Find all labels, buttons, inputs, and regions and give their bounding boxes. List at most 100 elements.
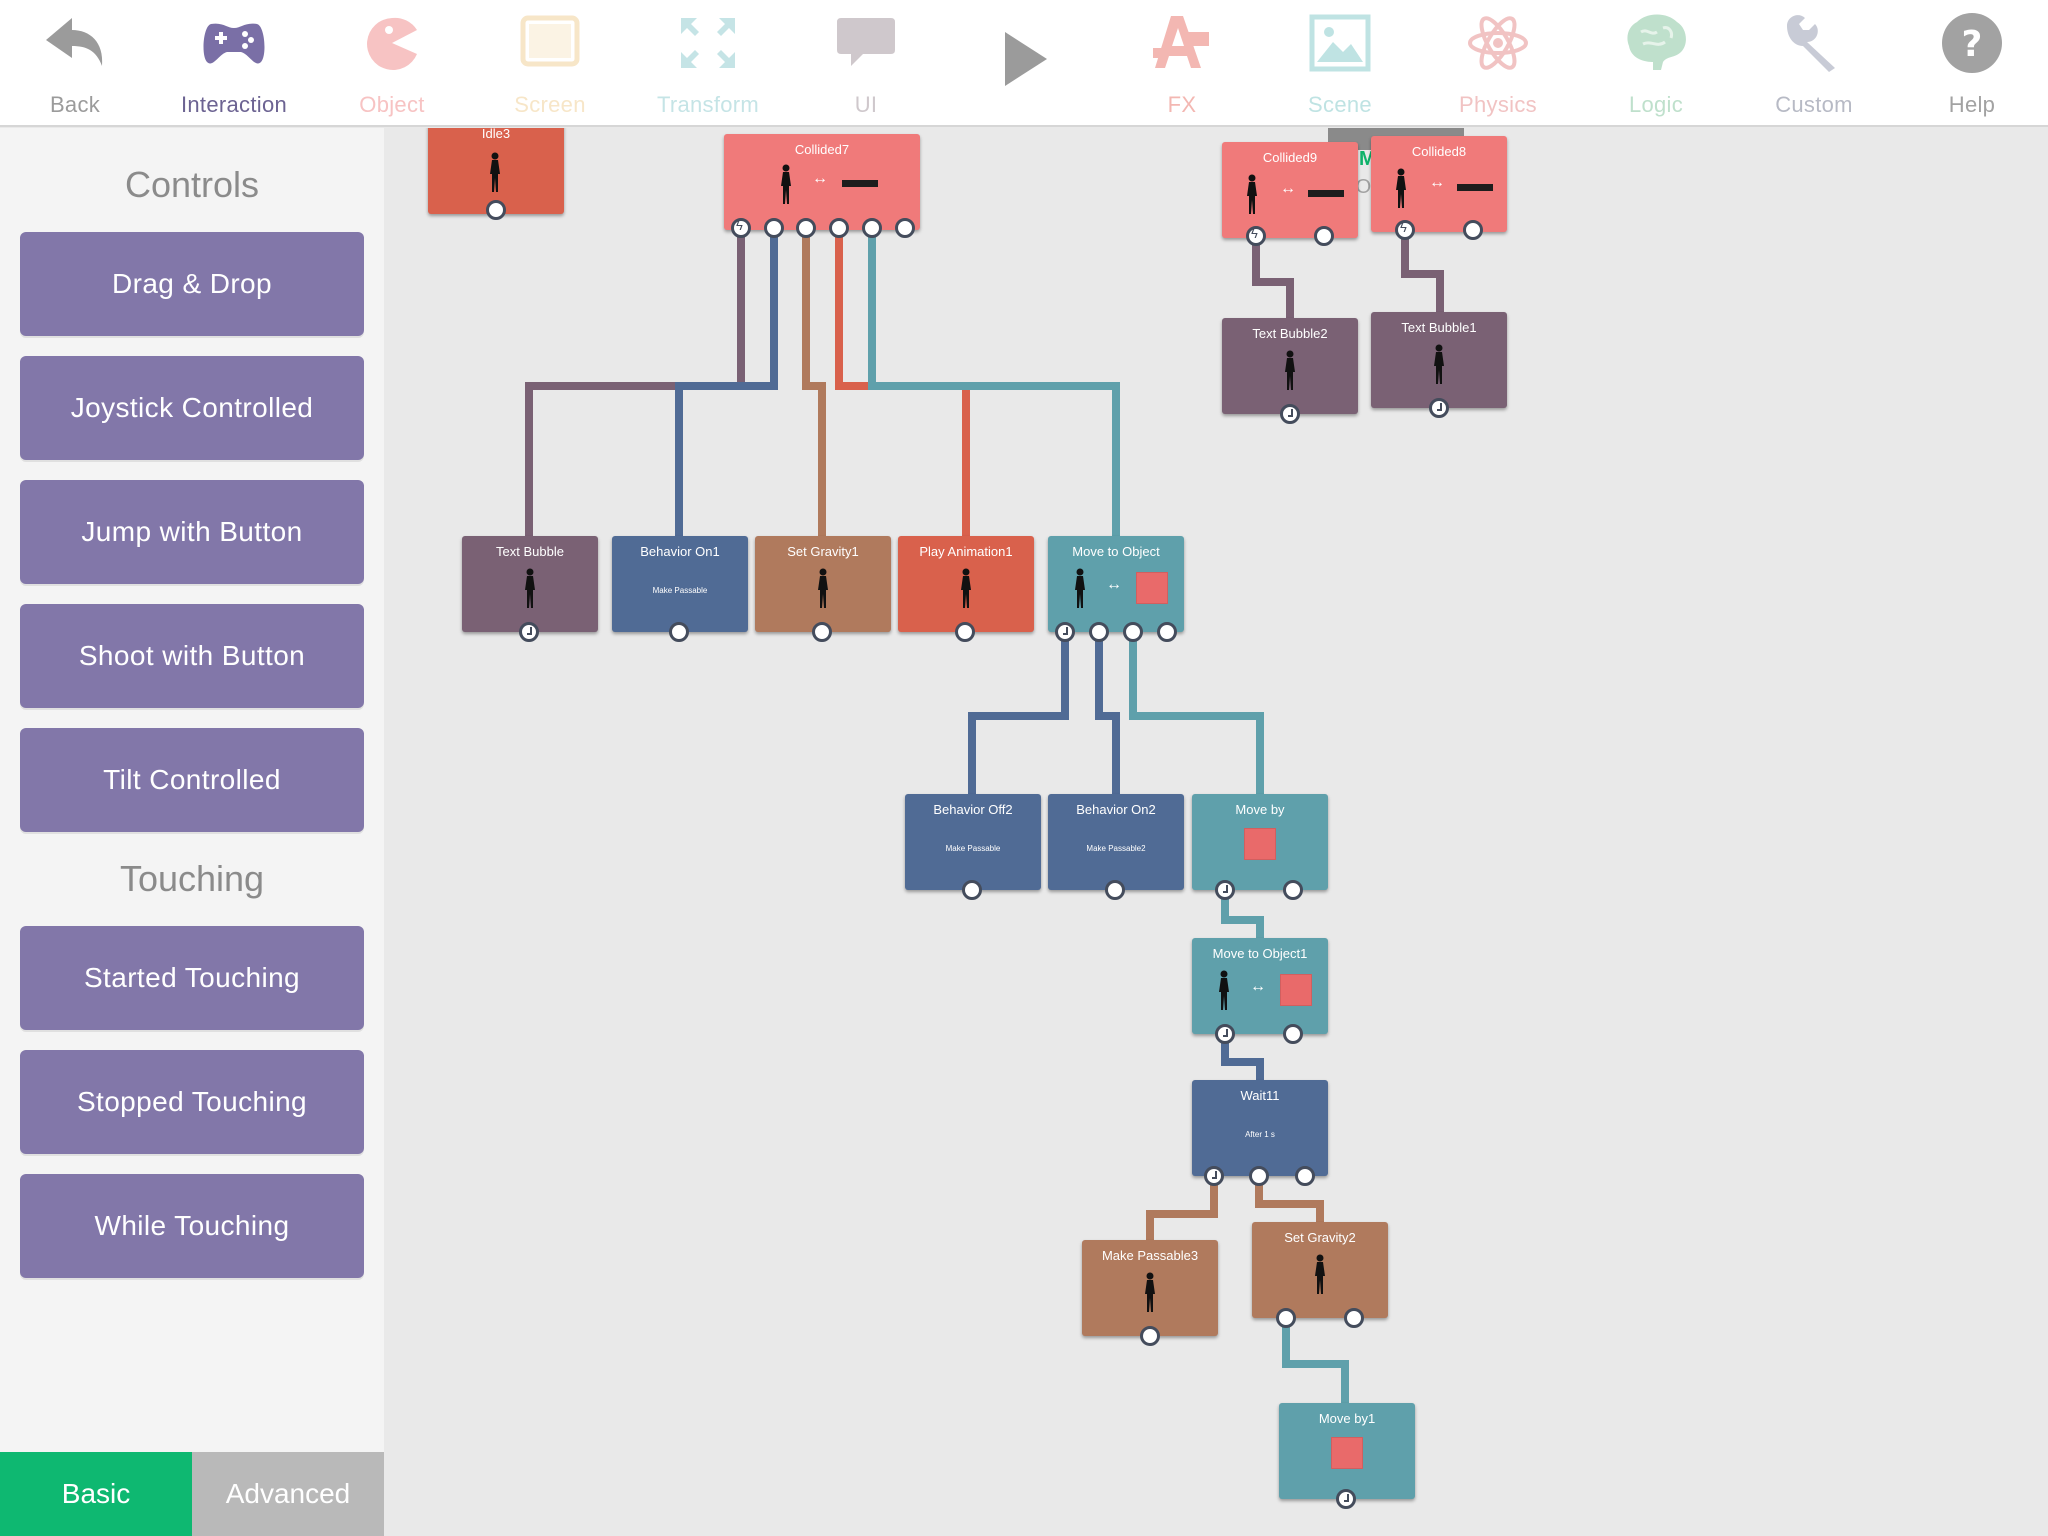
interaction-tab[interactable]: Interaction	[155, 0, 313, 127]
output-port[interactable]	[1336, 1489, 1356, 1509]
wall-bar-icon	[1308, 190, 1344, 197]
node-set-gravity2[interactable]: Set Gravity2	[1252, 1222, 1388, 1328]
output-port[interactable]	[1295, 1166, 1315, 1186]
output-port[interactable]	[486, 200, 506, 220]
node-behavior-on2[interactable]: Behavior On2 Make Passable2	[1048, 794, 1184, 900]
stopped-touching-button[interactable]: Stopped Touching	[20, 1050, 364, 1154]
back-button[interactable]: Back	[0, 0, 154, 127]
output-port[interactable]	[669, 622, 689, 642]
output-port[interactable]	[1463, 220, 1483, 240]
node-collided7[interactable]: Collided7 ↔	[724, 134, 920, 238]
atom-icon	[1468, 16, 1528, 70]
output-port[interactable]	[862, 218, 882, 238]
output-port[interactable]	[1215, 1024, 1235, 1044]
character-silhouette-icon	[1315, 1254, 1325, 1294]
transform-tab[interactable]: Transform	[629, 0, 787, 127]
started-touching-button[interactable]: Started Touching	[20, 926, 364, 1030]
output-port[interactable]	[1283, 880, 1303, 900]
tilt-controlled-button[interactable]: Tilt Controlled	[20, 728, 364, 832]
output-port[interactable]	[764, 218, 784, 238]
scene-tab[interactable]: Scene	[1261, 0, 1419, 127]
character-silhouette-icon	[781, 164, 791, 204]
screen-tab[interactable]: Screen	[471, 0, 629, 127]
output-port[interactable]	[1204, 1166, 1224, 1186]
node-move-by[interactable]: Move by	[1192, 794, 1328, 900]
target-square-icon	[1331, 1437, 1363, 1469]
wall-bar-icon	[842, 180, 878, 187]
output-port[interactable]	[1089, 622, 1109, 642]
node-text-bubble1[interactable]: Text Bubble1	[1371, 312, 1507, 418]
node-set-gravity1[interactable]: Set Gravity1	[755, 536, 891, 642]
output-port[interactable]	[1215, 880, 1235, 900]
brain-icon	[1627, 14, 1686, 70]
custom-tab[interactable]: Custom	[1735, 0, 1893, 127]
output-port[interactable]	[1140, 1326, 1160, 1346]
logic-tab[interactable]: Logic	[1577, 0, 1735, 127]
node-collided8[interactable]: Collided8 ↔	[1371, 136, 1507, 240]
physics-tab[interactable]: Physics	[1419, 0, 1577, 127]
fx-icon	[1153, 16, 1209, 68]
output-port[interactable]	[1249, 1166, 1269, 1186]
help-icon: ?	[1942, 13, 2002, 73]
output-port[interactable]	[955, 622, 975, 642]
output-port[interactable]	[1123, 622, 1143, 642]
fx-tab[interactable]: FX	[1103, 0, 1261, 127]
expand-icon	[681, 18, 735, 68]
output-port[interactable]	[1105, 880, 1125, 900]
shoot-with-button-button[interactable]: Shoot with Button	[20, 604, 364, 708]
object-tab[interactable]: Object	[313, 0, 471, 127]
output-port[interactable]	[1344, 1308, 1364, 1328]
output-port[interactable]	[895, 218, 915, 238]
output-port[interactable]	[1283, 1024, 1303, 1044]
node-wait11[interactable]: Wait11 After 1 s	[1192, 1080, 1328, 1186]
wrench-icon	[1787, 15, 1835, 73]
node-play-animation1[interactable]: Play Animation1	[898, 536, 1034, 642]
node-move-to-object[interactable]: Move to Object ↔	[1048, 536, 1184, 642]
behavior-canvas[interactable]: IMG_2807-2 (On Object Creation) Idle3 Co…	[384, 128, 2048, 1536]
joystick-controlled-button[interactable]: Joystick Controlled	[20, 356, 364, 460]
node-text-bubble2[interactable]: Text Bubble2	[1222, 318, 1358, 424]
while-touching-button[interactable]: While Touching	[20, 1174, 364, 1278]
wire-move-by-move-to-object1	[1221, 892, 1264, 938]
output-port[interactable]	[1276, 1308, 1296, 1328]
wire-set-gravity2-move-by1	[1282, 1318, 1349, 1408]
help-button[interactable]: ? Help	[1893, 0, 2048, 127]
node-behavior-on1[interactable]: Behavior On1 Make Passable	[612, 536, 748, 642]
trigger-port[interactable]	[731, 218, 751, 238]
ui-tab[interactable]: UI	[787, 0, 945, 127]
output-port[interactable]	[519, 622, 539, 642]
output-port[interactable]	[1055, 622, 1075, 642]
node-move-by1[interactable]: Move by1	[1279, 1403, 1415, 1509]
svg-text:?: ?	[1962, 24, 1983, 65]
jump-with-button-button[interactable]: Jump with Button	[20, 480, 364, 584]
node-text-bubble[interactable]: Text Bubble	[462, 536, 598, 642]
trigger-port[interactable]	[1395, 220, 1415, 240]
node-idle3[interactable]: Idle3	[428, 128, 564, 220]
basic-tab[interactable]: Basic	[0, 1452, 192, 1536]
advanced-tab[interactable]: Advanced	[192, 1452, 384, 1536]
trigger-port[interactable]	[1246, 226, 1266, 246]
wire-move-to-object-move-by	[1129, 634, 1264, 794]
output-port[interactable]	[1314, 226, 1334, 246]
output-port[interactable]	[1157, 622, 1177, 642]
play-button[interactable]	[945, 0, 1103, 127]
output-port[interactable]	[812, 622, 832, 642]
character-silhouette-icon	[1285, 350, 1295, 390]
character-silhouette-icon	[1247, 174, 1257, 214]
wire-collided7-move-to-object	[868, 228, 1120, 544]
touching-section-title: Touching	[119, 858, 265, 899]
node-collided9[interactable]: Collided9 ↔	[1222, 142, 1358, 246]
output-port[interactable]	[962, 880, 982, 900]
output-port[interactable]	[829, 218, 849, 238]
output-port[interactable]	[796, 218, 816, 238]
output-port[interactable]	[1429, 398, 1449, 418]
wire-collided9-text-bubble2	[1252, 234, 1294, 328]
output-port[interactable]	[1280, 404, 1300, 424]
node-move-to-object1[interactable]: Move to Object1 ↔	[1192, 938, 1328, 1044]
drag-drop-button[interactable]: Drag & Drop	[20, 232, 364, 336]
two-way-arrow-icon: ↔	[1106, 576, 1122, 593]
image-icon	[1309, 14, 1371, 72]
node-behavior-off2[interactable]: Behavior Off2 Make Passable	[905, 794, 1041, 900]
two-way-arrow-icon: ↔	[1250, 978, 1266, 995]
node-make-passable3[interactable]: Make Passable3	[1082, 1240, 1218, 1346]
